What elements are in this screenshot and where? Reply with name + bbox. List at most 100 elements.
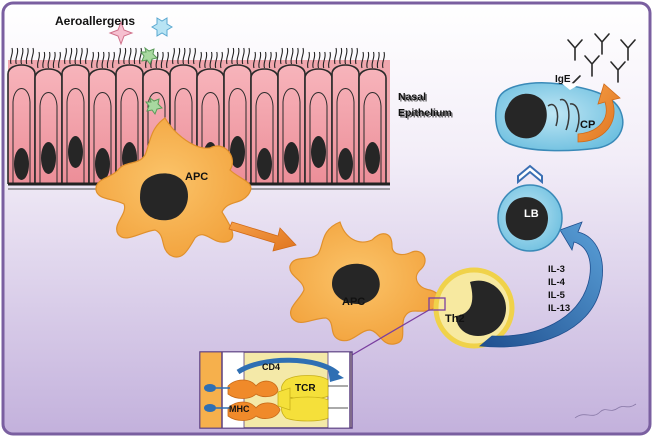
- epithelial-nucleus: [257, 148, 272, 180]
- cilium: [64, 47, 67, 65]
- cilium: [15, 47, 19, 65]
- cilium: [10, 47, 13, 65]
- cilium: [42, 51, 46, 69]
- synapse-marker: [428, 297, 446, 311]
- epithelium-label: Epithelium: [398, 107, 452, 119]
- cilium: [258, 51, 262, 69]
- cilium: [263, 51, 267, 69]
- cell-inner-outline: [282, 88, 301, 184]
- cilium: [236, 47, 240, 65]
- cilium: [361, 51, 364, 69]
- cilium: [376, 51, 380, 69]
- cell-inner-outline: [309, 92, 328, 184]
- cilium: [322, 51, 326, 69]
- cilium: [74, 47, 78, 65]
- epithelial-nucleus: [68, 136, 83, 168]
- tcr-label: TCR: [295, 383, 316, 394]
- cilium: [85, 47, 88, 65]
- epithelial-nucleus: [95, 148, 110, 180]
- th2-cell: [433, 267, 515, 349]
- aeroallergens-label: Aeroallergens: [55, 14, 135, 28]
- cilium: [199, 51, 202, 69]
- cilium: [101, 51, 105, 69]
- cd4-label: CD4: [262, 362, 280, 372]
- cytokine-0: IL-3: [548, 264, 565, 275]
- cilium: [355, 47, 358, 65]
- nasal-label-shadow: Nasal: [400, 93, 428, 105]
- apc-top-label: APC: [185, 171, 208, 183]
- blue-arrow-th2-to-lb: [479, 221, 603, 348]
- cilium: [253, 51, 256, 69]
- cilium: [301, 47, 304, 65]
- epithelial-nucleus: [284, 142, 299, 174]
- lb-cell: [497, 184, 563, 252]
- cilium: [290, 47, 294, 65]
- cilium: [69, 47, 73, 65]
- cp-label: CP: [580, 119, 595, 131]
- differentiation-chevron: [517, 164, 543, 185]
- cilium: [96, 51, 100, 69]
- cilium: [226, 47, 229, 65]
- cilium: [79, 47, 83, 65]
- cilium: [274, 51, 277, 69]
- cilium: [247, 47, 250, 65]
- cilium: [317, 51, 321, 69]
- cilium: [334, 47, 337, 65]
- cell-inner-outline: [147, 92, 166, 184]
- ige-label: IgE: [555, 74, 571, 85]
- cilium: [118, 47, 121, 65]
- cilium: [371, 51, 375, 69]
- cilium: [160, 51, 164, 69]
- cilium: [328, 51, 331, 69]
- cilium: [172, 47, 175, 65]
- apc-middle-label: APC: [342, 296, 365, 308]
- cell-inner-outline: [12, 88, 31, 184]
- th2-label: Th2: [445, 313, 465, 325]
- cilium: [20, 47, 24, 65]
- cytokine-3: IL-13: [548, 303, 570, 314]
- cilium: [280, 47, 283, 65]
- cell-inner-outline: [336, 88, 355, 184]
- mhc-label: MHC: [229, 404, 250, 414]
- cilium: [382, 51, 385, 69]
- cilium: [220, 51, 223, 69]
- cilium: [58, 51, 61, 69]
- cell-inner-outline: [93, 92, 112, 184]
- cilium: [52, 51, 56, 69]
- cilium: [91, 51, 94, 69]
- cilium: [204, 51, 208, 69]
- ige-antibodies: [567, 33, 636, 85]
- epithelium-label-shadow: Epithelium: [400, 109, 454, 121]
- cilium: [339, 47, 343, 65]
- cilium: [133, 47, 137, 65]
- epithelial-nucleus: [230, 136, 245, 168]
- cilium: [268, 51, 272, 69]
- cell-inner-outline: [120, 88, 139, 184]
- cilium: [182, 47, 186, 65]
- cilium: [128, 47, 132, 65]
- cilium: [31, 47, 34, 65]
- apc-cell-top: [95, 117, 252, 258]
- cytokine-2: IL-5: [548, 290, 566, 301]
- cytokine-list: IL-3 IL-4 IL-5 IL-13: [548, 264, 570, 314]
- cilium: [295, 47, 299, 65]
- cell-inner-outline: [363, 92, 382, 184]
- cilium: [366, 51, 370, 69]
- apc-cell-middle: [289, 221, 441, 345]
- cell-inner-outline: [174, 88, 193, 184]
- cell-inner-outline: [255, 92, 274, 184]
- cell-inner-outline: [39, 92, 58, 184]
- cilium: [349, 47, 353, 65]
- cilium: [344, 47, 348, 65]
- cilium: [241, 47, 245, 65]
- cilium: [47, 51, 51, 69]
- nasal-label: Nasal: [398, 91, 426, 103]
- cilium: [231, 47, 235, 65]
- cilium: [307, 51, 310, 69]
- cilium: [285, 47, 289, 65]
- cilium: [25, 47, 29, 65]
- cell-inner-outline: [66, 88, 85, 184]
- epithelial-nucleus: [338, 148, 353, 180]
- epithelial-nucleus: [14, 148, 29, 180]
